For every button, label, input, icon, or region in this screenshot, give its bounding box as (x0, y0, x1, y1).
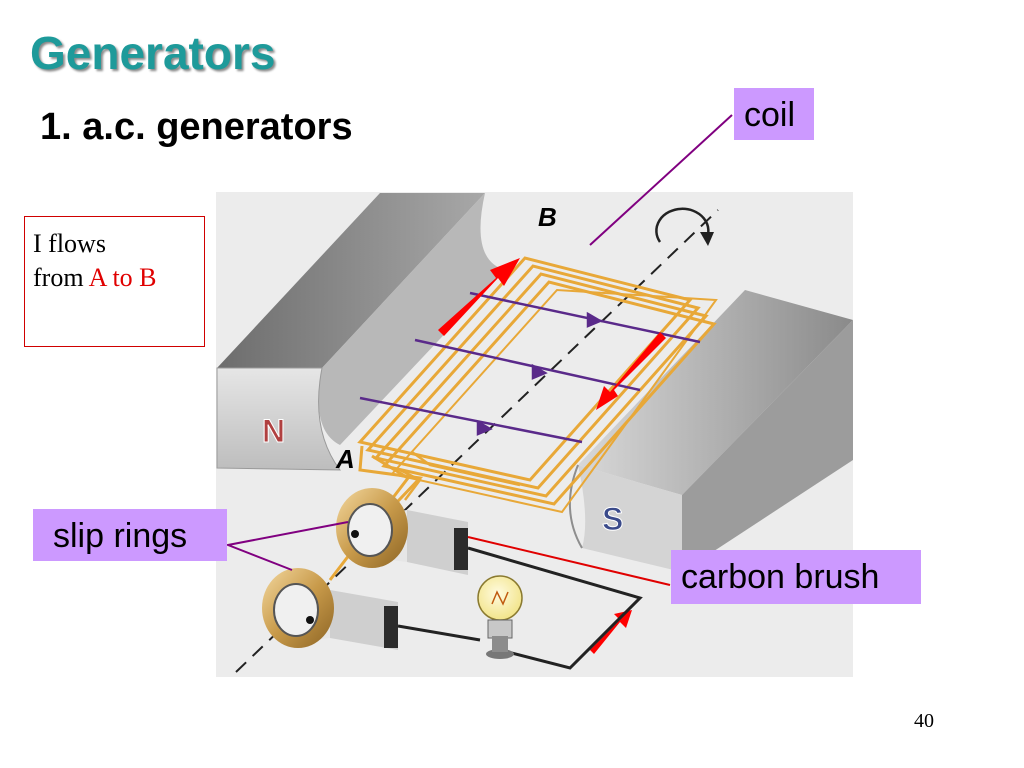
north-magnet (216, 193, 505, 471)
current-direction-note: I flows from A to B (24, 216, 205, 347)
slide-subtitle: 1. a.c. generators (40, 106, 353, 148)
slide-title: Generators (30, 27, 276, 79)
note-line-1: I flows (33, 229, 106, 258)
current-arrow-icon (438, 258, 666, 654)
carbon-brush-label: carbon brush (671, 550, 921, 604)
point-b-label: B (538, 202, 557, 232)
south-magnet (569, 290, 853, 572)
point-a-label: A (335, 444, 355, 474)
slip-rings (262, 488, 408, 648)
slip-rings-label: slip rings (33, 509, 227, 561)
page-number: 40 (914, 710, 934, 732)
pole-s-label: S (602, 501, 623, 537)
coil-leader-line (589, 114, 733, 246)
external-circuit (397, 546, 643, 670)
note-highlight: A to B (88, 263, 157, 292)
slip-rings-leader-line (224, 521, 349, 571)
rotation-arrow-icon (655, 207, 714, 246)
carbon-brush-leader-line (467, 536, 671, 586)
note-line-2-prefix: from (33, 263, 89, 292)
light-bulb-icon (477, 575, 523, 659)
pole-n-label: N (262, 413, 285, 449)
coil-label: coil (734, 88, 814, 140)
